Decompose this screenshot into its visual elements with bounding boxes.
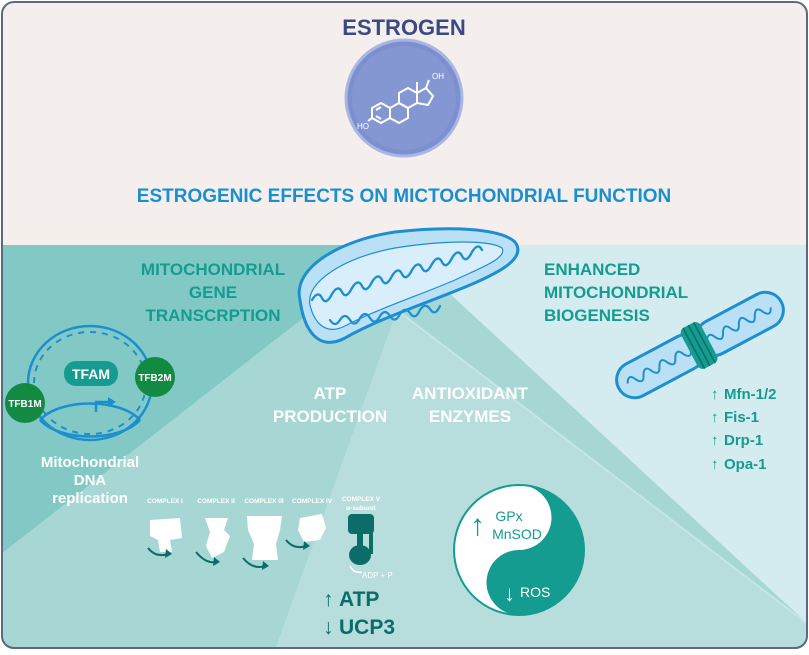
atp-synthase-icon: [348, 514, 374, 574]
ros-label: ROS: [520, 584, 550, 600]
oh-label: OH: [432, 72, 444, 81]
adp-label: ADP + P: [362, 571, 393, 580]
antioxidant-title-line-1: ANTIOXIDANT: [412, 384, 529, 403]
gene-title-line-3: TRANSCRPTION: [145, 306, 280, 325]
ucp3-label: UCP3: [339, 616, 395, 639]
yin-yang-icon: [453, 484, 585, 616]
gpx-label: GPx: [495, 508, 522, 524]
biogenesis-markers: ↑ Mfn-1/2 ↑ Fis-1 ↑ Drp-1 ↑ Opa-1: [711, 386, 777, 473]
complex-5-label: COMPLEX V: [342, 496, 381, 503]
biogenesis-title-line-3: BIOGENESIS: [544, 306, 650, 325]
tfam-badge: [64, 361, 118, 386]
enzymes-up-arrow-icon: ↑: [470, 509, 485, 542]
complex-1-label: COMPLEX I: [147, 498, 183, 505]
gene-title-line-2: GENE: [189, 283, 237, 302]
tfb1m-badge: [5, 383, 45, 423]
complex-3-icon: [247, 516, 282, 560]
separator-line: [396, 309, 807, 626]
atp-label: ATP: [339, 588, 379, 611]
marker-2-up-arrow-icon: ↑: [711, 409, 719, 426]
biogenesis-title-line-1: ENHANCED: [544, 260, 640, 279]
marker-1-label: Mfn-1/2: [724, 386, 777, 403]
atp-title-line-2: PRODUCTION: [273, 407, 387, 426]
molecule-name: ESTROGEN: [342, 15, 465, 40]
estrogen-molecule-icon: OH HO: [344, 38, 464, 158]
atp-up-arrow-icon: ↑: [323, 588, 334, 611]
biogenesis-title: ENHANCED MITOCHONDRIAL BIOGENESIS: [544, 260, 688, 325]
dna-replication-caption: Mitochondrial DNA replication: [41, 454, 139, 507]
gene-transcription-title: MITOCHONDRIAL GENE TRANSCRPTION: [141, 260, 285, 325]
marker-2-label: Fis-1: [724, 409, 759, 426]
atp-title: ATP PRODUCTION: [273, 384, 387, 426]
antioxidant-title-line-2: ENZYMES: [429, 407, 511, 426]
ho-label: HO: [357, 122, 369, 131]
complex-3-label: COMPLEX III: [244, 498, 284, 505]
biogenesis-title-line-2: MITOCHONDRIAL: [544, 283, 688, 302]
complex-4-icon: [298, 514, 326, 542]
caption-line-2: DNA: [74, 472, 107, 489]
antioxidant-panel: [275, 310, 807, 648]
complex-labels: COMPLEX I COMPLEX II COMPLEX III COMPLEX…: [147, 496, 381, 512]
tfb2m-badge: [135, 357, 175, 397]
complex-2-icon: [205, 518, 230, 558]
gene-transcription-panel: [2, 245, 397, 555]
complex-1-icon: [150, 518, 182, 552]
main-title: ESTROGENIC EFFECTS ON MICTOCHONDRIAL FUN…: [137, 186, 671, 207]
mitochondrion-icon: [297, 227, 520, 344]
marker-4-up-arrow-icon: ↑: [711, 456, 719, 473]
antioxidant-title: ANTIOXIDANT ENZYMES: [412, 384, 529, 426]
atp-effects: ↑ ATP ↓ UCP3: [323, 588, 395, 639]
caption-line-3: replication: [52, 490, 128, 507]
tfam-label: TFAM: [72, 366, 110, 382]
respiratory-complexes: [150, 514, 326, 560]
complex-4-label: COMPLEX IV: [292, 498, 333, 505]
mnsod-label: MnSOD: [492, 526, 542, 542]
complex-5-sublabel: α-subunit: [346, 505, 376, 512]
tfb2m-label: TFB2M: [138, 373, 171, 384]
marker-3-label: Drp-1: [724, 432, 763, 449]
dividing-mitochondria-icon: [615, 290, 785, 400]
ros-down-arrow-icon: ↓: [504, 581, 515, 606]
arrow-heads: [165, 541, 310, 570]
marker-1-up-arrow-icon: ↑: [711, 386, 719, 403]
gene-title-line-1: MITOCHONDRIAL: [141, 260, 285, 279]
ucp3-down-arrow-icon: ↓: [323, 616, 334, 639]
tfb1m-label: TFB1M: [8, 399, 41, 410]
caption-line-1: Mitochondrial: [41, 454, 139, 471]
marker-3-up-arrow-icon: ↑: [711, 432, 719, 449]
marker-4-label: Opa-1: [724, 456, 767, 473]
atp-title-line-1: ATP: [314, 384, 347, 403]
complex-2-label: COMPLEX II: [197, 498, 235, 505]
